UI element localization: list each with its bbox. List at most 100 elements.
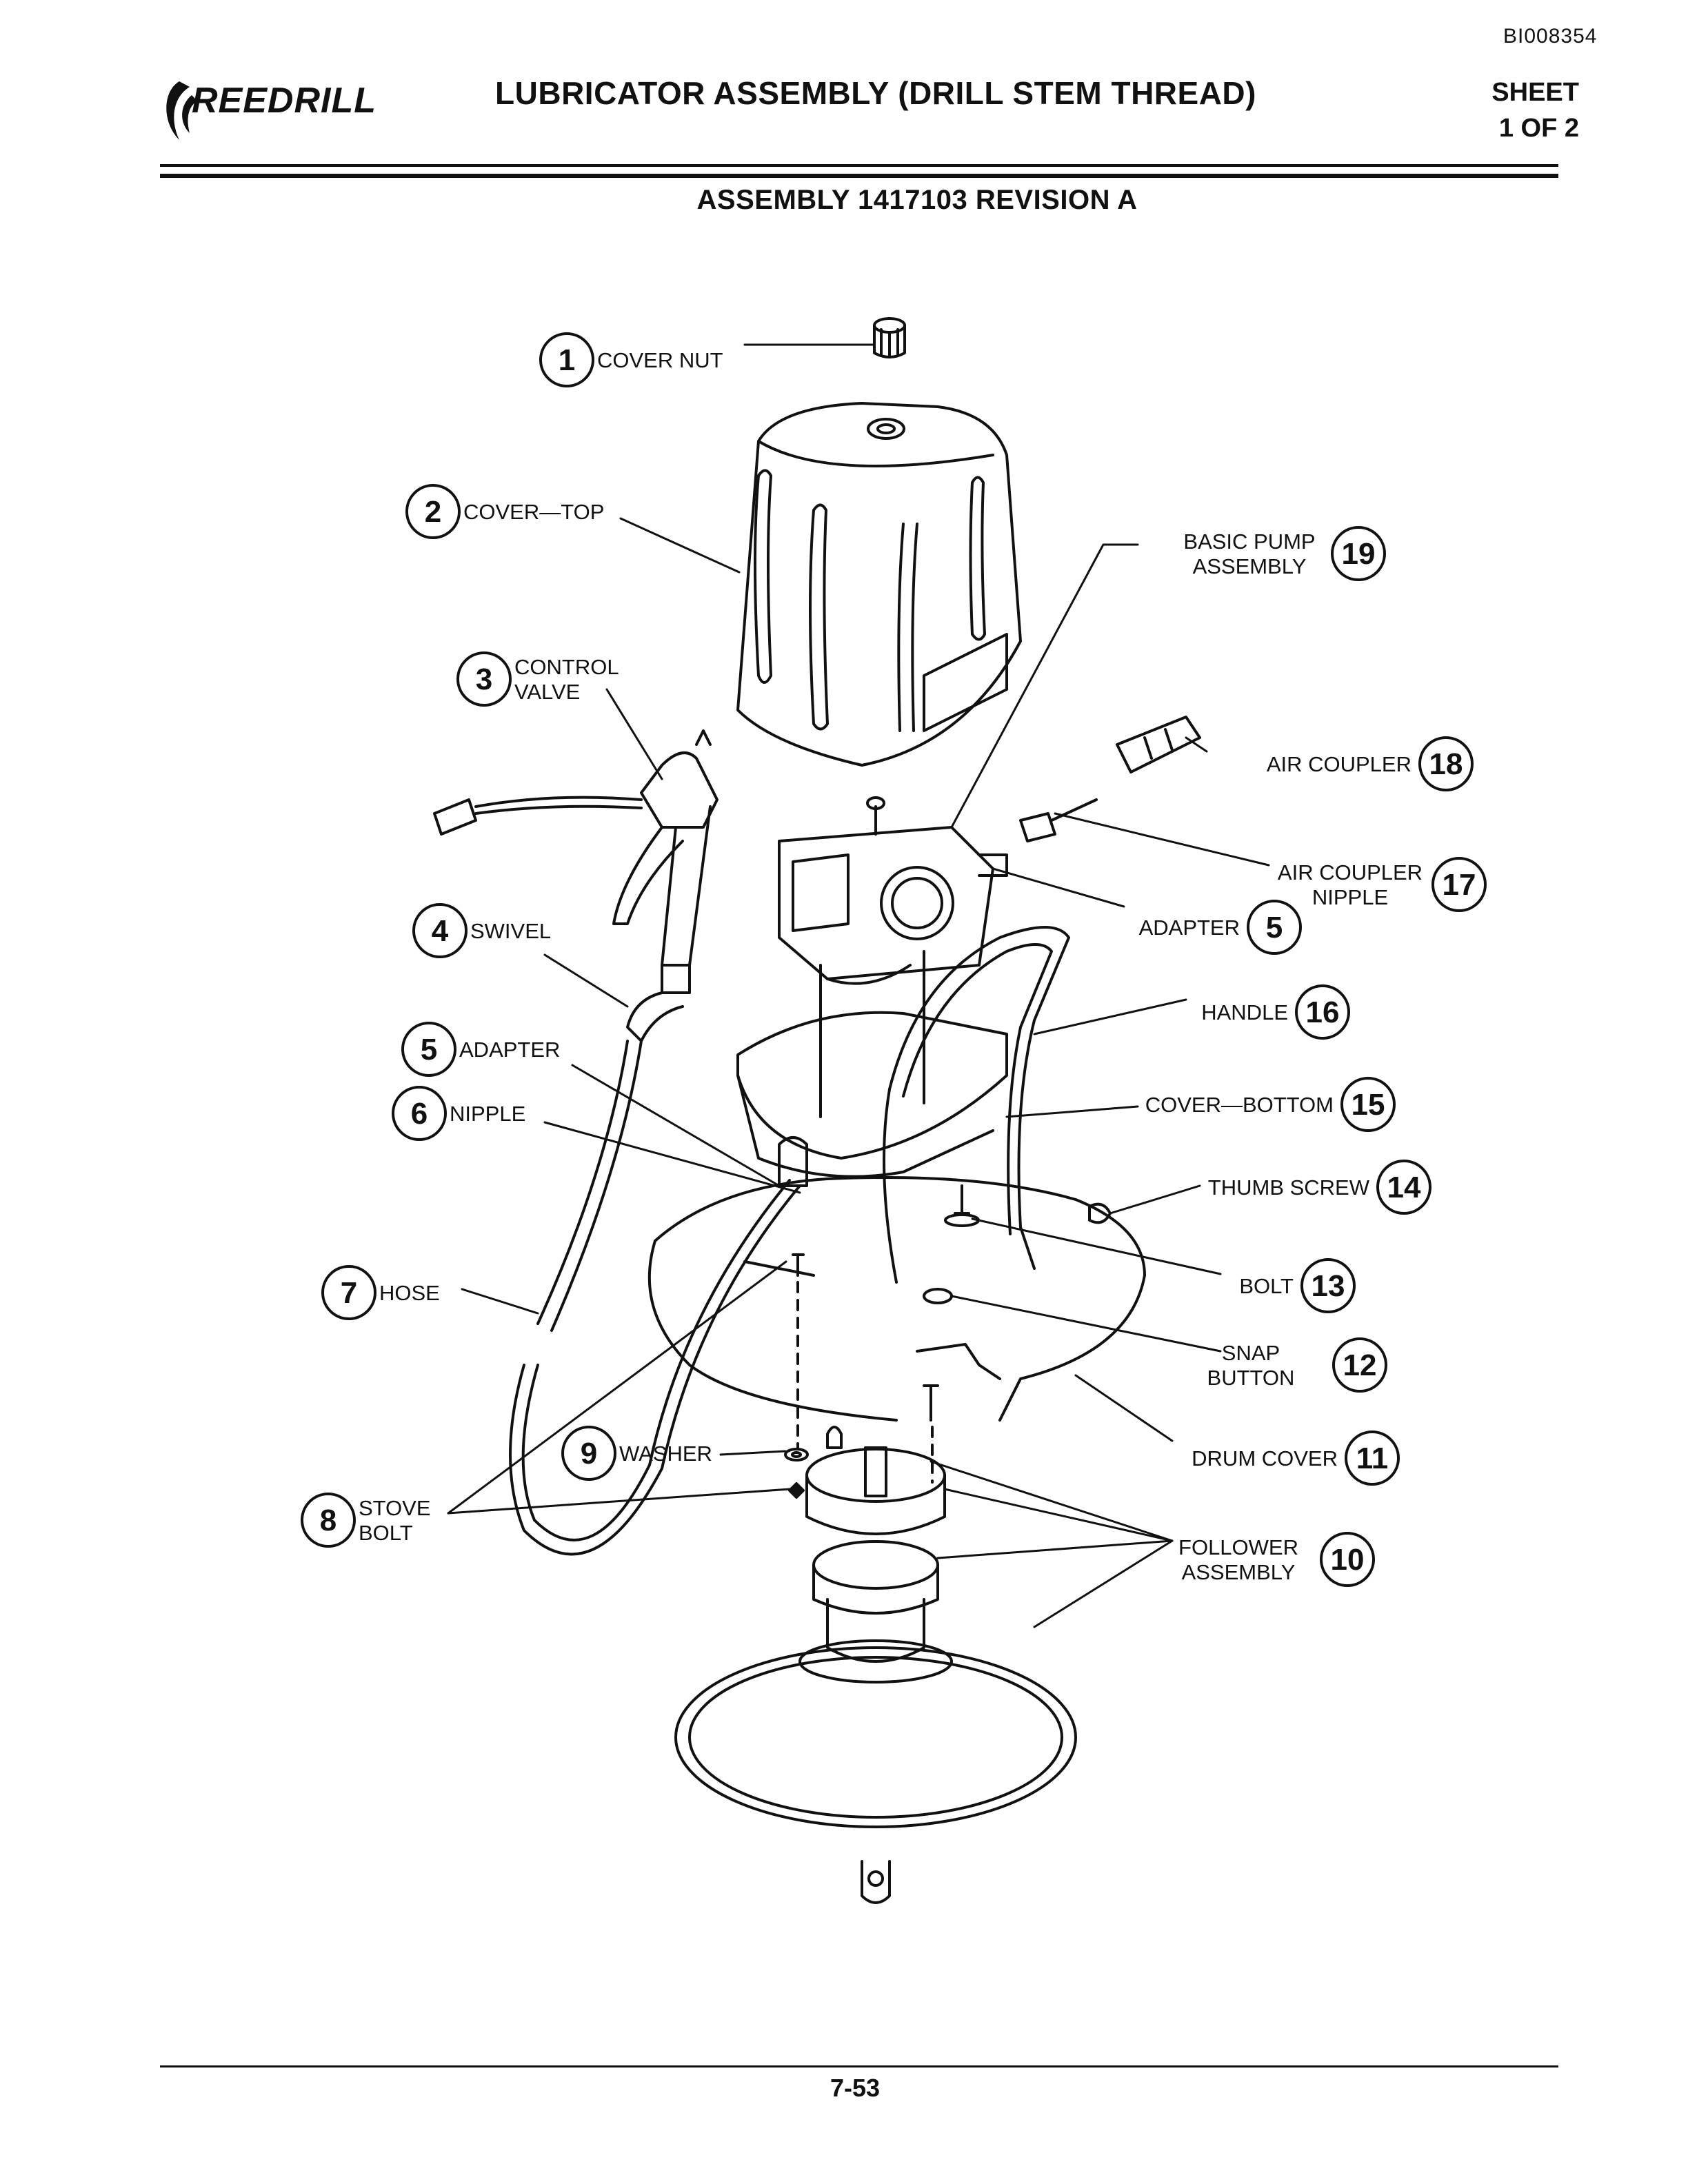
footer-rule	[160, 2065, 1558, 2067]
callout-label: COVER—BOTTOM	[1145, 1093, 1334, 1117]
callout-circle	[1300, 1258, 1356, 1313]
callout-circle	[561, 1426, 616, 1481]
swivel-part	[626, 964, 691, 1042]
leader-lines	[447, 343, 1270, 1628]
callout-label: NIPPLE	[1312, 885, 1388, 909]
callout-circle	[539, 332, 594, 387]
callout-number: 3	[476, 663, 492, 696]
hose-part	[509, 1040, 801, 1556]
callout-circle	[1331, 526, 1386, 581]
callout-1: 1 COVER NUT	[539, 332, 723, 387]
callout-circle	[1431, 857, 1487, 912]
sheet-indicator: SHEET 1 OF 2	[1441, 74, 1579, 146]
callout-circle	[412, 903, 468, 958]
callout-label: ADAPTER	[1139, 916, 1240, 940]
callout-number: 10	[1331, 1543, 1365, 1577]
callout-number: 2	[425, 495, 441, 529]
stove-bolt-part	[743, 1253, 815, 1499]
callout-number: 12	[1343, 1348, 1377, 1382]
callout-16: 16 HANDLE	[1201, 984, 1350, 1040]
callout-label: HOSE	[379, 1281, 440, 1305]
callout-circle	[1418, 736, 1474, 791]
control-valve-part	[433, 729, 719, 967]
callout-circle	[1332, 1337, 1387, 1393]
callout-number: 18	[1429, 747, 1463, 781]
callout-circle	[1295, 984, 1350, 1040]
callout-number: 9	[581, 1437, 597, 1470]
callout-circle	[456, 651, 512, 707]
callout-number: 6	[411, 1097, 428, 1131]
callout-number: 19	[1342, 537, 1376, 571]
cover-bottom-part	[736, 1011, 1008, 1187]
callout-label: ASSEMBLY	[1182, 1560, 1296, 1584]
callout-label: FOLLOWER	[1178, 1535, 1298, 1559]
callout-number: 17	[1443, 868, 1476, 902]
callout-label: NIPPLE	[450, 1102, 525, 1126]
callout-number: 15	[1352, 1088, 1385, 1122]
callout-label: BOLT	[359, 1521, 413, 1545]
callout-label: AIR COUPLER	[1278, 860, 1423, 884]
header-rule-thick	[160, 174, 1558, 178]
callout-label: AIR COUPLER	[1267, 752, 1411, 776]
callout-label: HANDLE	[1201, 1000, 1288, 1024]
callout-circle	[1376, 1160, 1431, 1215]
callout-4: 4 SWIVEL	[412, 903, 551, 958]
callout-number: 7	[341, 1276, 357, 1310]
callout-label: DRUM COVER	[1192, 1446, 1338, 1470]
air-coupler-part	[1116, 716, 1201, 774]
callout-label: COVER NUT	[597, 348, 723, 372]
brand-name: REEDRILL	[192, 81, 376, 121]
callout-label: CONTROL	[514, 655, 619, 679]
assembly-subtitle: ASSEMBLY 1417103 REVISION A	[696, 185, 1138, 215]
callout-7: 7 HOSE	[321, 1265, 440, 1320]
callout-circle	[321, 1265, 376, 1320]
document-id: BI008354	[1503, 25, 1598, 48]
callout-number: 11	[1356, 1442, 1389, 1475]
callout-label: BOLT	[1239, 1274, 1294, 1298]
callout-circle	[401, 1022, 456, 1077]
callout-9: 9 WASHER	[561, 1426, 712, 1481]
callout-label: WASHER	[619, 1442, 712, 1466]
callout-15: 15 COVER—BOTTOM	[1145, 1077, 1396, 1132]
logo-swirl-icon	[166, 81, 197, 140]
callout-number: 4	[432, 914, 449, 948]
cover-top-part	[736, 402, 1022, 767]
page-number: 7-53	[830, 2074, 881, 2102]
callout-number: 8	[320, 1504, 336, 1537]
callout-6: 6 NIPPLE	[392, 1086, 525, 1141]
callout-label: THUMB SCREW	[1208, 1175, 1370, 1200]
callout-number: 5	[1266, 911, 1283, 944]
callout-number: 13	[1312, 1269, 1345, 1303]
callout-label: ADAPTER	[459, 1038, 560, 1062]
callout-label: SWIVEL	[470, 919, 551, 943]
reedrill-logo: REEDRILL	[159, 74, 407, 150]
callout-circle	[1345, 1430, 1400, 1486]
callout-circle	[1247, 900, 1302, 955]
sheet-label: SHEET	[1491, 78, 1579, 107]
snap-button-part	[826, 1288, 953, 1484]
callout-circle	[392, 1086, 447, 1141]
callout-11: 11 DRUM COVER	[1192, 1430, 1400, 1486]
page-title: LUBRICATOR ASSEMBLY (DRILL STEM THREAD)	[495, 75, 1256, 111]
follower-assembly-part	[674, 1446, 1077, 1904]
callout-label: COVER—TOP	[463, 500, 604, 524]
callout-2: 2 COVER—TOP	[405, 484, 604, 539]
callout-label: SNAP	[1222, 1341, 1280, 1365]
callout-number: 16	[1306, 995, 1340, 1029]
callout-circle	[301, 1493, 356, 1548]
cover-nut-part	[873, 317, 906, 358]
callout-5: 5 ADAPTER	[1139, 900, 1302, 955]
callout-number: 1	[559, 343, 575, 377]
callout-label: BUTTON	[1207, 1366, 1295, 1390]
sheet-value: 1 OF 2	[1498, 114, 1579, 143]
